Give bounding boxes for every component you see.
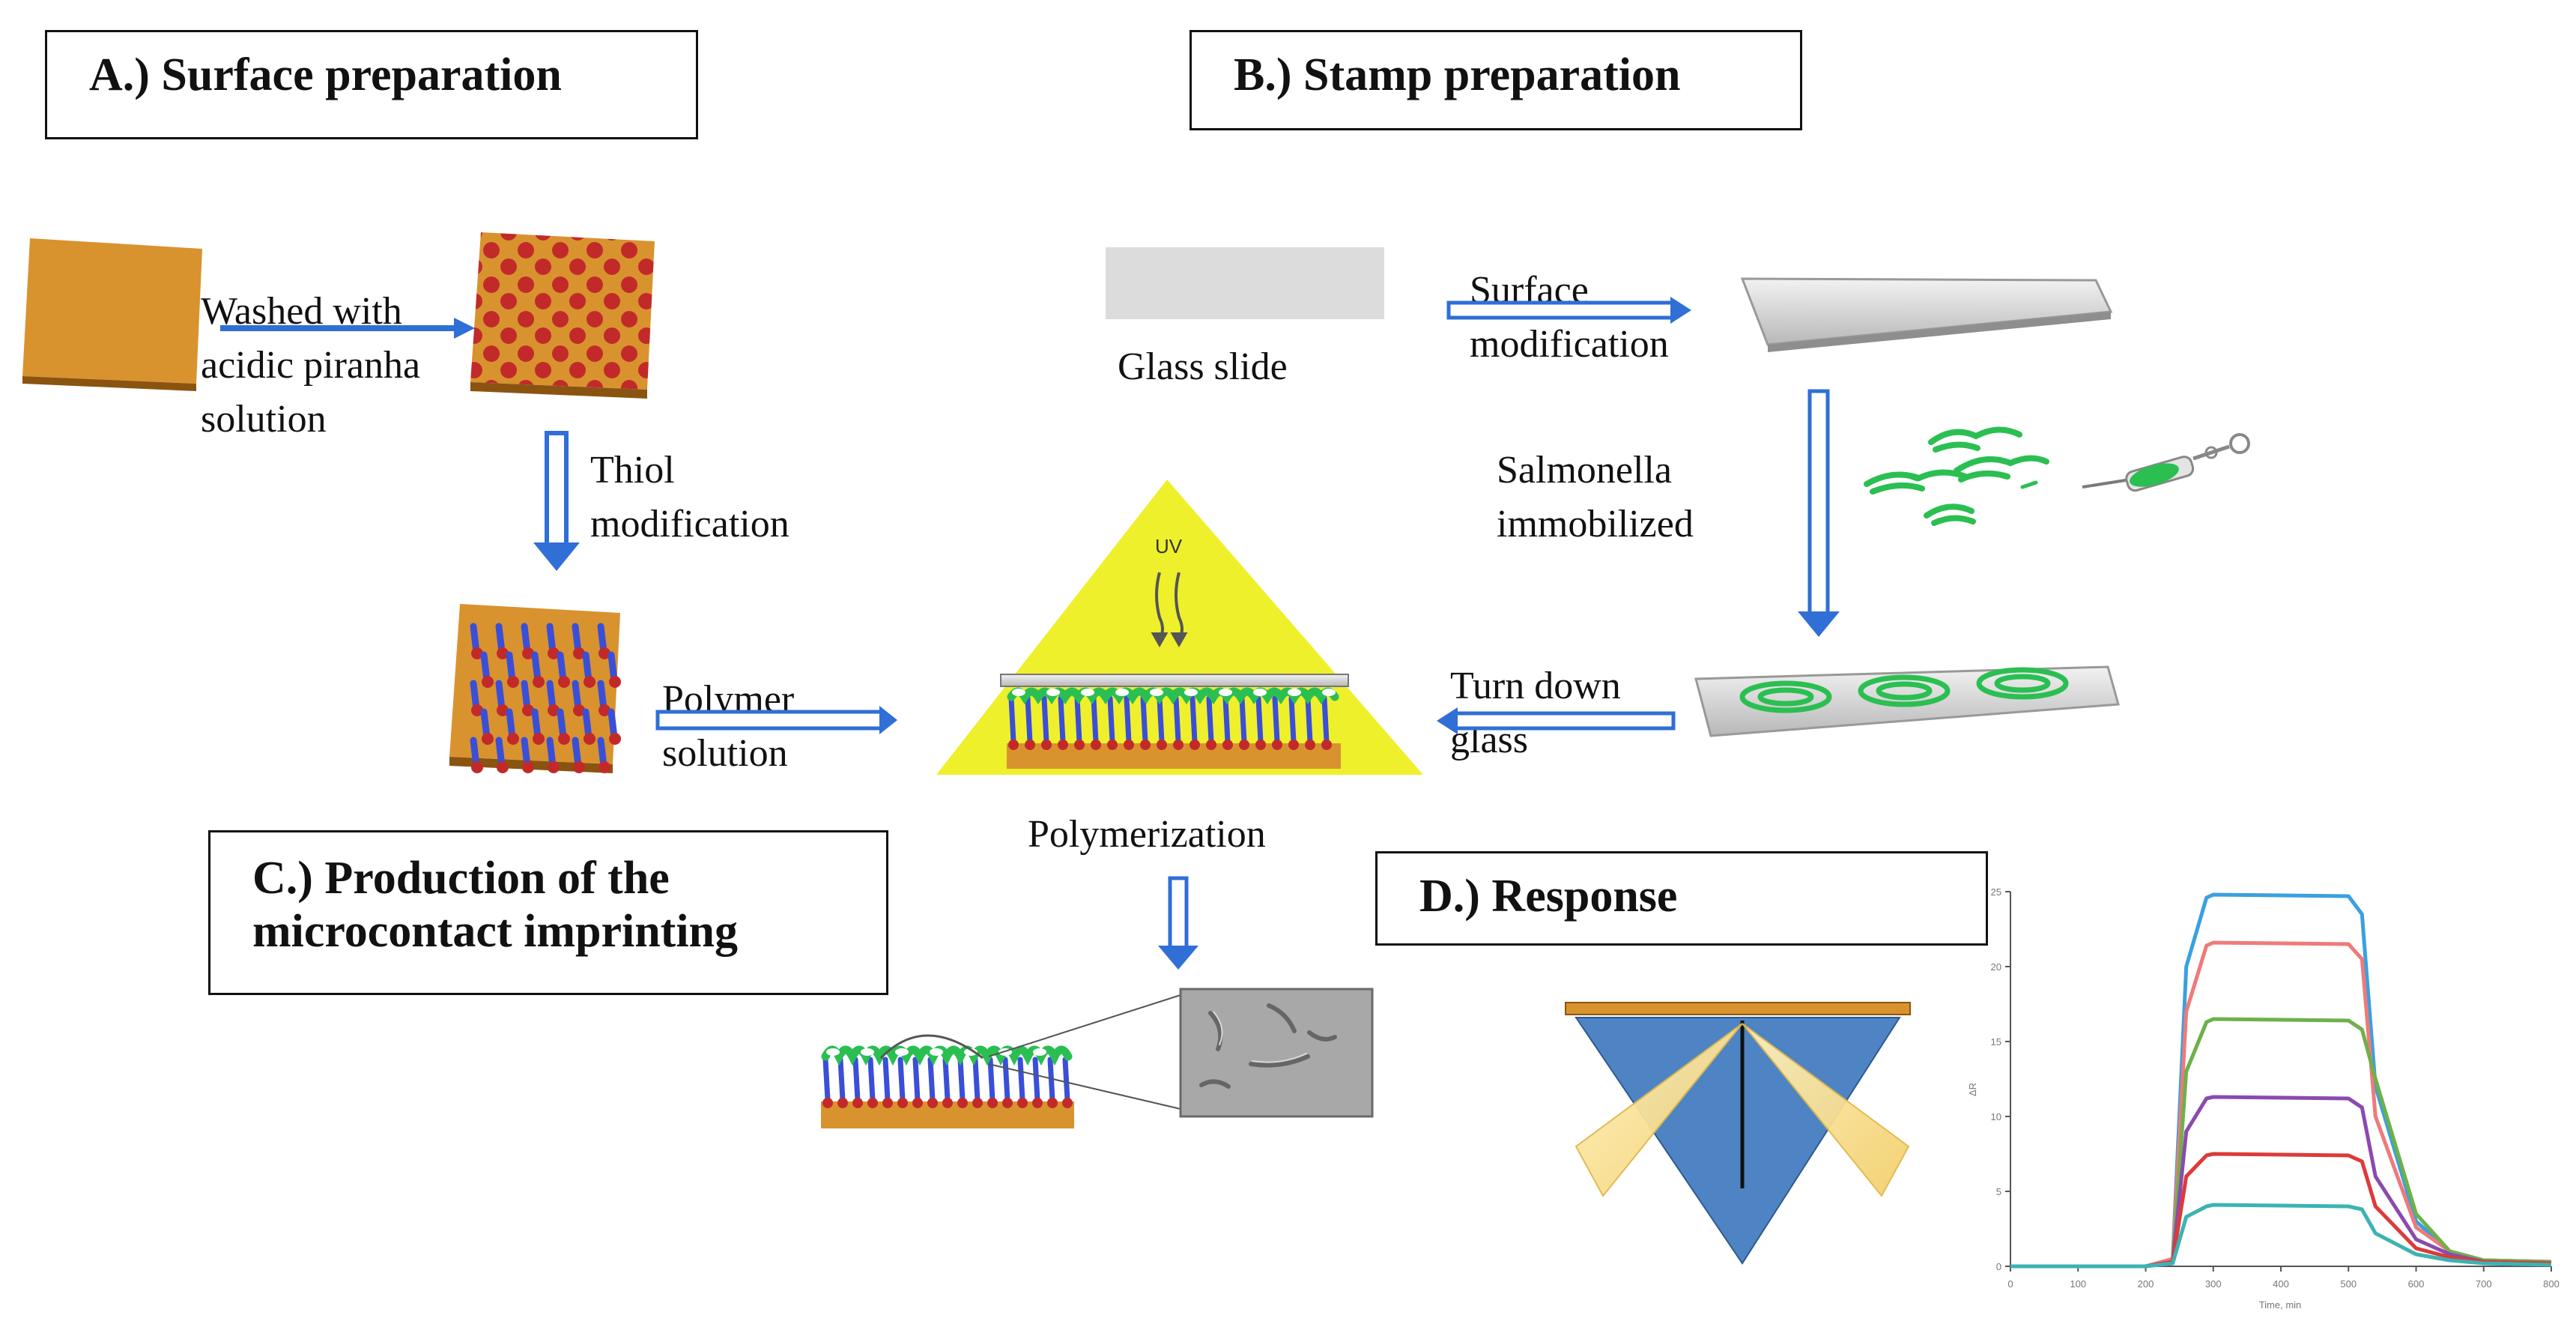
x-tick-label: 300: [2205, 1278, 2222, 1290]
glass-slide: [1106, 247, 1384, 319]
immobilization-arrow: [1798, 389, 1840, 637]
y-tick-label: 0: [1996, 1261, 2001, 1272]
response-series-line-5: [2010, 1152, 2552, 1269]
response-series-line-4: [2010, 1095, 2552, 1269]
panel-d-title: D.) Response: [1375, 851, 1988, 946]
thiol-modified-chip: [449, 604, 621, 773]
imprinting-polymer-layer: [1007, 687, 1339, 750]
y-tick-label: 20: [1991, 961, 2001, 973]
polymerization-arrow: [1158, 876, 1198, 970]
activated-gold-chip: [470, 232, 655, 399]
salmonella-label: Salmonella immobilized: [1497, 449, 1694, 545]
panel-b-title: B.) Stamp preparation: [1189, 30, 1802, 130]
spr-prism: [1565, 1002, 1911, 1265]
bacteria-slide: [1694, 665, 2120, 737]
x-tick-label: 700: [2476, 1278, 2492, 1290]
uv-rays-icon: [1151, 572, 1188, 648]
y-tick-label: 15: [1991, 1036, 2001, 1048]
salmonella-cells: [1864, 426, 2049, 526]
x-tick-label: 500: [2340, 1278, 2357, 1290]
piranha-arrow: [220, 318, 475, 339]
sem-micrograph: [1179, 988, 1374, 1118]
zoom-line-top: [988, 994, 1181, 1057]
final-imprinted-layer: [821, 1045, 1073, 1108]
x-tick-label: 200: [2138, 1278, 2154, 1290]
polymer-arrow: [655, 706, 897, 734]
x-tick-label: 600: [2408, 1278, 2425, 1290]
modified-glass-slide: [1740, 277, 2113, 352]
uv-label: UV: [1155, 535, 1183, 557]
glass-slide-label: Glass slide: [1118, 345, 1288, 388]
y-axis-label: ΔR: [1967, 1083, 1978, 1096]
thiol-label: Thiol modification: [590, 449, 790, 545]
x-tick-label: 400: [2273, 1278, 2289, 1290]
zoom-line-bottom: [988, 1063, 1181, 1110]
panel-a-title: A.) Surface preparation: [45, 30, 698, 139]
stamp-glass: [1000, 674, 1349, 687]
y-tick-label: 5: [1996, 1186, 2001, 1197]
polymerization-label: Polymerization: [1028, 813, 1266, 856]
x-tick-label: 100: [2070, 1278, 2086, 1290]
turn-down-arrow: [1437, 707, 1676, 734]
thiol-arrow: [533, 431, 580, 571]
x-tick-label: 0: [2007, 1278, 2013, 1290]
response-series-line-2: [2010, 940, 2552, 1269]
spr-response-chart: ΔR Time, min 0 100 200 300 400 500 600 700 800 0…: [1967, 886, 2560, 1311]
y-tick-label: 10: [1991, 1111, 2001, 1122]
panel-c-title: C.) Production of the microcontact impri…: [208, 830, 888, 995]
x-axis-label: Time, min: [2259, 1299, 2302, 1311]
response-series-line-1: [2010, 892, 2552, 1269]
zoom-loop: [879, 1034, 984, 1060]
surface-mod-arrow: [1446, 297, 1691, 324]
uv-light-triangle: [936, 480, 1423, 775]
plain-gold-chip: [22, 238, 202, 391]
response-series-line-3: [2010, 1017, 2552, 1269]
y-tick-label: 25: [1991, 886, 2001, 898]
response-series-line-6: [2010, 1203, 2552, 1269]
x-tick-label: 800: [2543, 1278, 2560, 1290]
syringe-icon: [2082, 433, 2250, 492]
